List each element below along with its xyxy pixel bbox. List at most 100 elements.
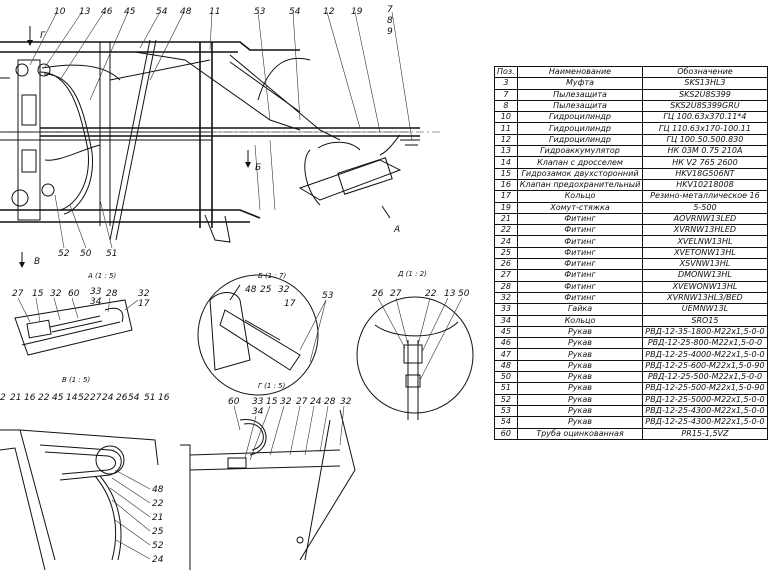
marker-a: А <box>393 225 400 235</box>
callout-10: 10 <box>54 7 66 17</box>
spec-cell-name: Рукав <box>516 359 644 373</box>
spec-cell-designation: РВД-12-25-800-М22х1,5-0-0 <box>642 337 768 350</box>
main-view <box>0 11 440 249</box>
view-d-callout-13: 13 <box>444 289 456 299</box>
view-d-callout-26: 26 <box>372 289 384 299</box>
view-b-callout-53: 53 <box>322 291 334 301</box>
view-v-callout-21: 21 <box>10 393 21 403</box>
spec-cell-pos: 14 <box>494 156 518 169</box>
spec-cell-name: Рукав <box>516 382 644 395</box>
view-a-callout-15: 15 <box>32 289 44 299</box>
callout-52: 52 <box>58 249 70 259</box>
spec-cell-designation: XSVNW13HL <box>642 258 768 271</box>
view-g-callout-27: 27 <box>296 397 308 407</box>
callout-9: 9 <box>387 27 393 37</box>
spec-cell-name: Гидроаккумулятор <box>516 145 644 158</box>
spec-cell-pos: 19 <box>494 201 518 214</box>
spec-cell-designation: РВД-12-35-1800-М22х1,5-0-0 <box>642 325 768 339</box>
spec-cell-name: Рукав <box>516 404 644 418</box>
marker-g: Г <box>40 31 46 41</box>
spec-cell-pos: 47 <box>494 348 518 361</box>
spec-cell-designation: SRO15 <box>642 314 768 327</box>
callout-50: 50 <box>80 249 92 259</box>
spec-header-designation: Обозначение <box>642 65 768 79</box>
view-v-callout-26: 26 <box>116 393 128 403</box>
spec-cell-pos: 33 <box>494 303 518 316</box>
spec-cell-pos: 24 <box>494 235 518 248</box>
spec-cell-designation: РВД-12-25-4300-М22х1,5-0-0 <box>642 416 768 429</box>
view-a-callout-27: 27 <box>12 289 24 299</box>
spec-cell-designation: AOVRNW13LED <box>642 212 768 226</box>
view-v-callout-22: 22 <box>38 393 50 403</box>
spec-header-pos: Поз. <box>494 65 518 79</box>
view-a-title: А (1 : 5) <box>87 272 116 280</box>
callout-19: 19 <box>351 7 363 17</box>
spec-cell-name: Гидроцилиндр <box>516 122 644 135</box>
spec-cell-name: Пылезащита <box>516 99 644 113</box>
view-a-callout-34: 34 <box>90 297 102 307</box>
view-v-callout-52r: 52 <box>152 541 164 551</box>
view-a-callout-17: 17 <box>138 299 150 309</box>
spec-cell-pos: 48 <box>494 359 518 373</box>
spec-cell-name: Фитинг <box>516 269 644 282</box>
spec-cell-pos: 60 <box>494 427 518 440</box>
spec-cell-pos: 27 <box>494 269 518 282</box>
spec-cell-name: Рукав <box>516 337 644 350</box>
view-a-callout-32b: 32 <box>138 289 150 299</box>
view-v-callout-24r: 24 <box>152 555 164 565</box>
spec-cell-name: Рукав <box>516 393 644 406</box>
callout-48: 48 <box>180 7 192 17</box>
view-g: Г (1 : 5) 60 33 34 15 32 27 24 28 32 <box>180 382 356 570</box>
spec-cell-designation: SKS2U8S399GRU <box>642 99 768 113</box>
view-b-callout-32: 32 <box>278 285 290 295</box>
spec-cell-pos: 13 <box>494 145 518 158</box>
callout-54b: 54 <box>289 7 301 17</box>
spec-cell-pos: 26 <box>494 258 518 271</box>
spec-cell-designation: РВД-12-25-600-М22х1,5-0-90 <box>642 359 768 373</box>
spec-cell-name: Кольцо <box>516 314 644 327</box>
view-v-callout-45: 45 <box>52 393 64 403</box>
spec-cell-name: Муфта <box>516 77 644 90</box>
spec-cell-name: Гидроцилиндр <box>516 133 644 147</box>
view-arrows <box>19 26 391 268</box>
marker-v: В <box>34 257 40 267</box>
view-v-callout-2: 2 <box>0 393 6 403</box>
spec-cell-name: Гидрозамок двухсторонний <box>516 167 644 180</box>
spec-cell-pos: 54 <box>494 416 518 429</box>
view-b-callout-48: 48 <box>245 285 257 295</box>
spec-cell-name: Труба оцинкованная <box>516 427 644 440</box>
spec-cell-name: Клапан с дросселем <box>516 156 644 169</box>
spec-cell-pos: 8 <box>494 99 518 113</box>
spec-cell-name: Фитинг <box>516 258 644 271</box>
spec-cell-name: Рукав <box>516 325 644 339</box>
spec-cell-name: Рукав <box>516 416 644 429</box>
spec-cell-designation: РВД-12-25-500-М22х1,5-0-0 <box>642 371 768 384</box>
spec-cell-pos: 25 <box>494 246 518 260</box>
spec-cell-pos: 11 <box>494 122 518 135</box>
spec-cell-designation: XVELNW13HL <box>642 235 768 248</box>
view-v-callout-22r: 22 <box>152 499 164 509</box>
spec-cell-name: Фитинг <box>516 235 644 248</box>
view-a-callout-32: 32 <box>50 289 62 299</box>
view-g-callout-24: 24 <box>310 397 322 407</box>
callout-46: 46 <box>101 7 113 17</box>
spec-cell-name: Фитинг <box>516 212 644 226</box>
view-a-callout-60: 60 <box>68 289 80 299</box>
